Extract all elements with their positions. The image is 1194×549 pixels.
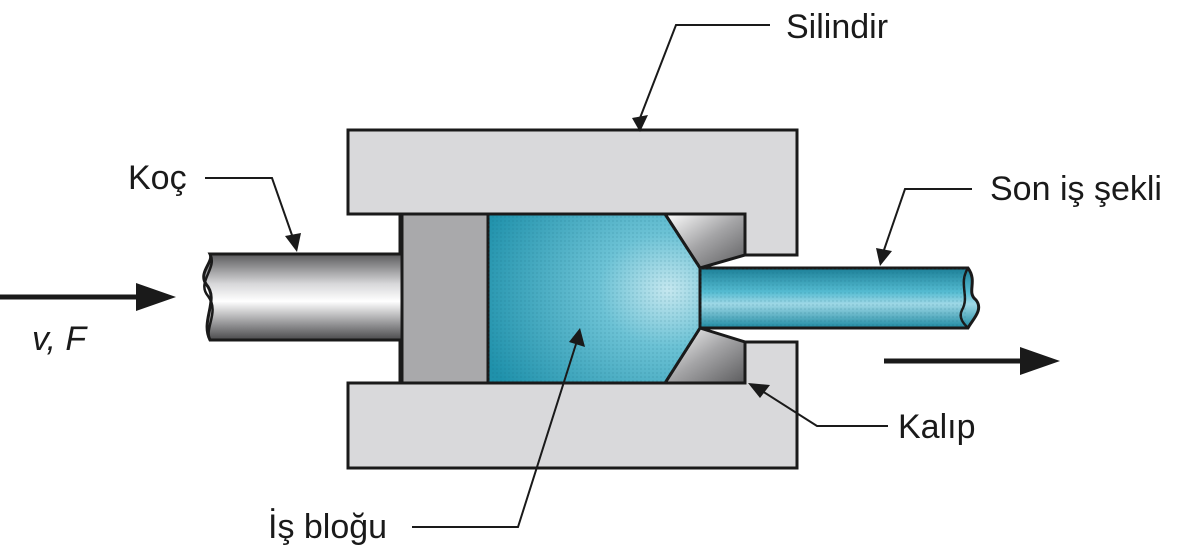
output-arrow [884, 347, 1060, 375]
ram-block [400, 212, 490, 385]
label-ram: Koç [128, 159, 187, 197]
label-workpiece: İş bloğu [268, 508, 387, 546]
leader-workpiece [412, 328, 585, 528]
leader-ram [205, 177, 301, 252]
input-arrow [0, 283, 176, 311]
label-final-shape: Son iş şekli [990, 170, 1162, 208]
ram-rod [202, 252, 404, 342]
label-die: Kalıp [898, 408, 976, 446]
leader-final-shape [876, 188, 972, 266]
leader-cylinder [632, 24, 770, 132]
workpiece-texture [488, 214, 700, 383]
label-velocity-force: v, F [32, 320, 88, 358]
rod-texture [700, 268, 968, 328]
ram-rod-end [203, 253, 214, 341]
label-cylinder: Silindir [786, 8, 888, 46]
leader-die [748, 383, 888, 427]
